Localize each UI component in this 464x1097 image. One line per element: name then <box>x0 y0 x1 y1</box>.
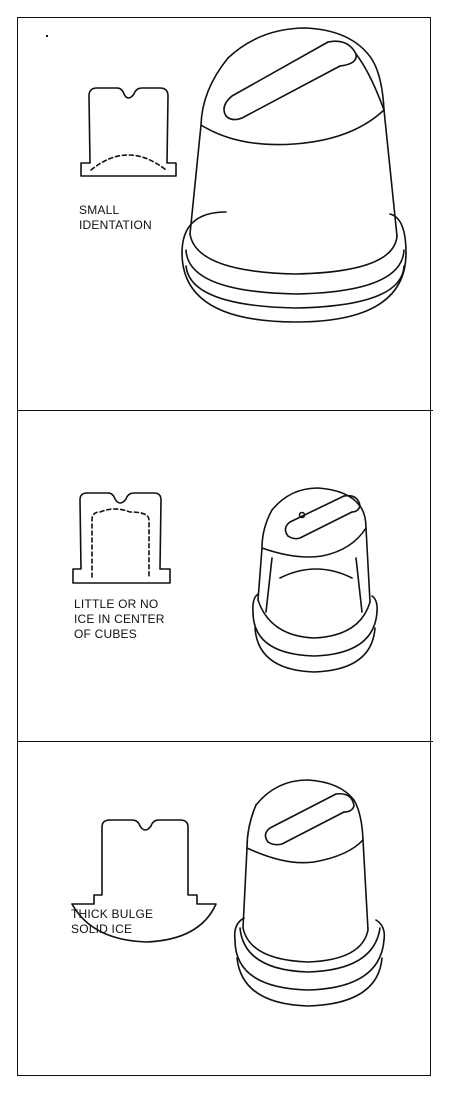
cube-profile-thick-bulge <box>72 820 216 942</box>
ice-cube-bulge <box>235 780 385 1006</box>
cube-profile-small-indentation <box>81 88 176 176</box>
ice-cube-hollow <box>253 488 377 672</box>
ice-cube-large <box>182 28 406 322</box>
cube-profile-hollow-center <box>73 493 170 583</box>
